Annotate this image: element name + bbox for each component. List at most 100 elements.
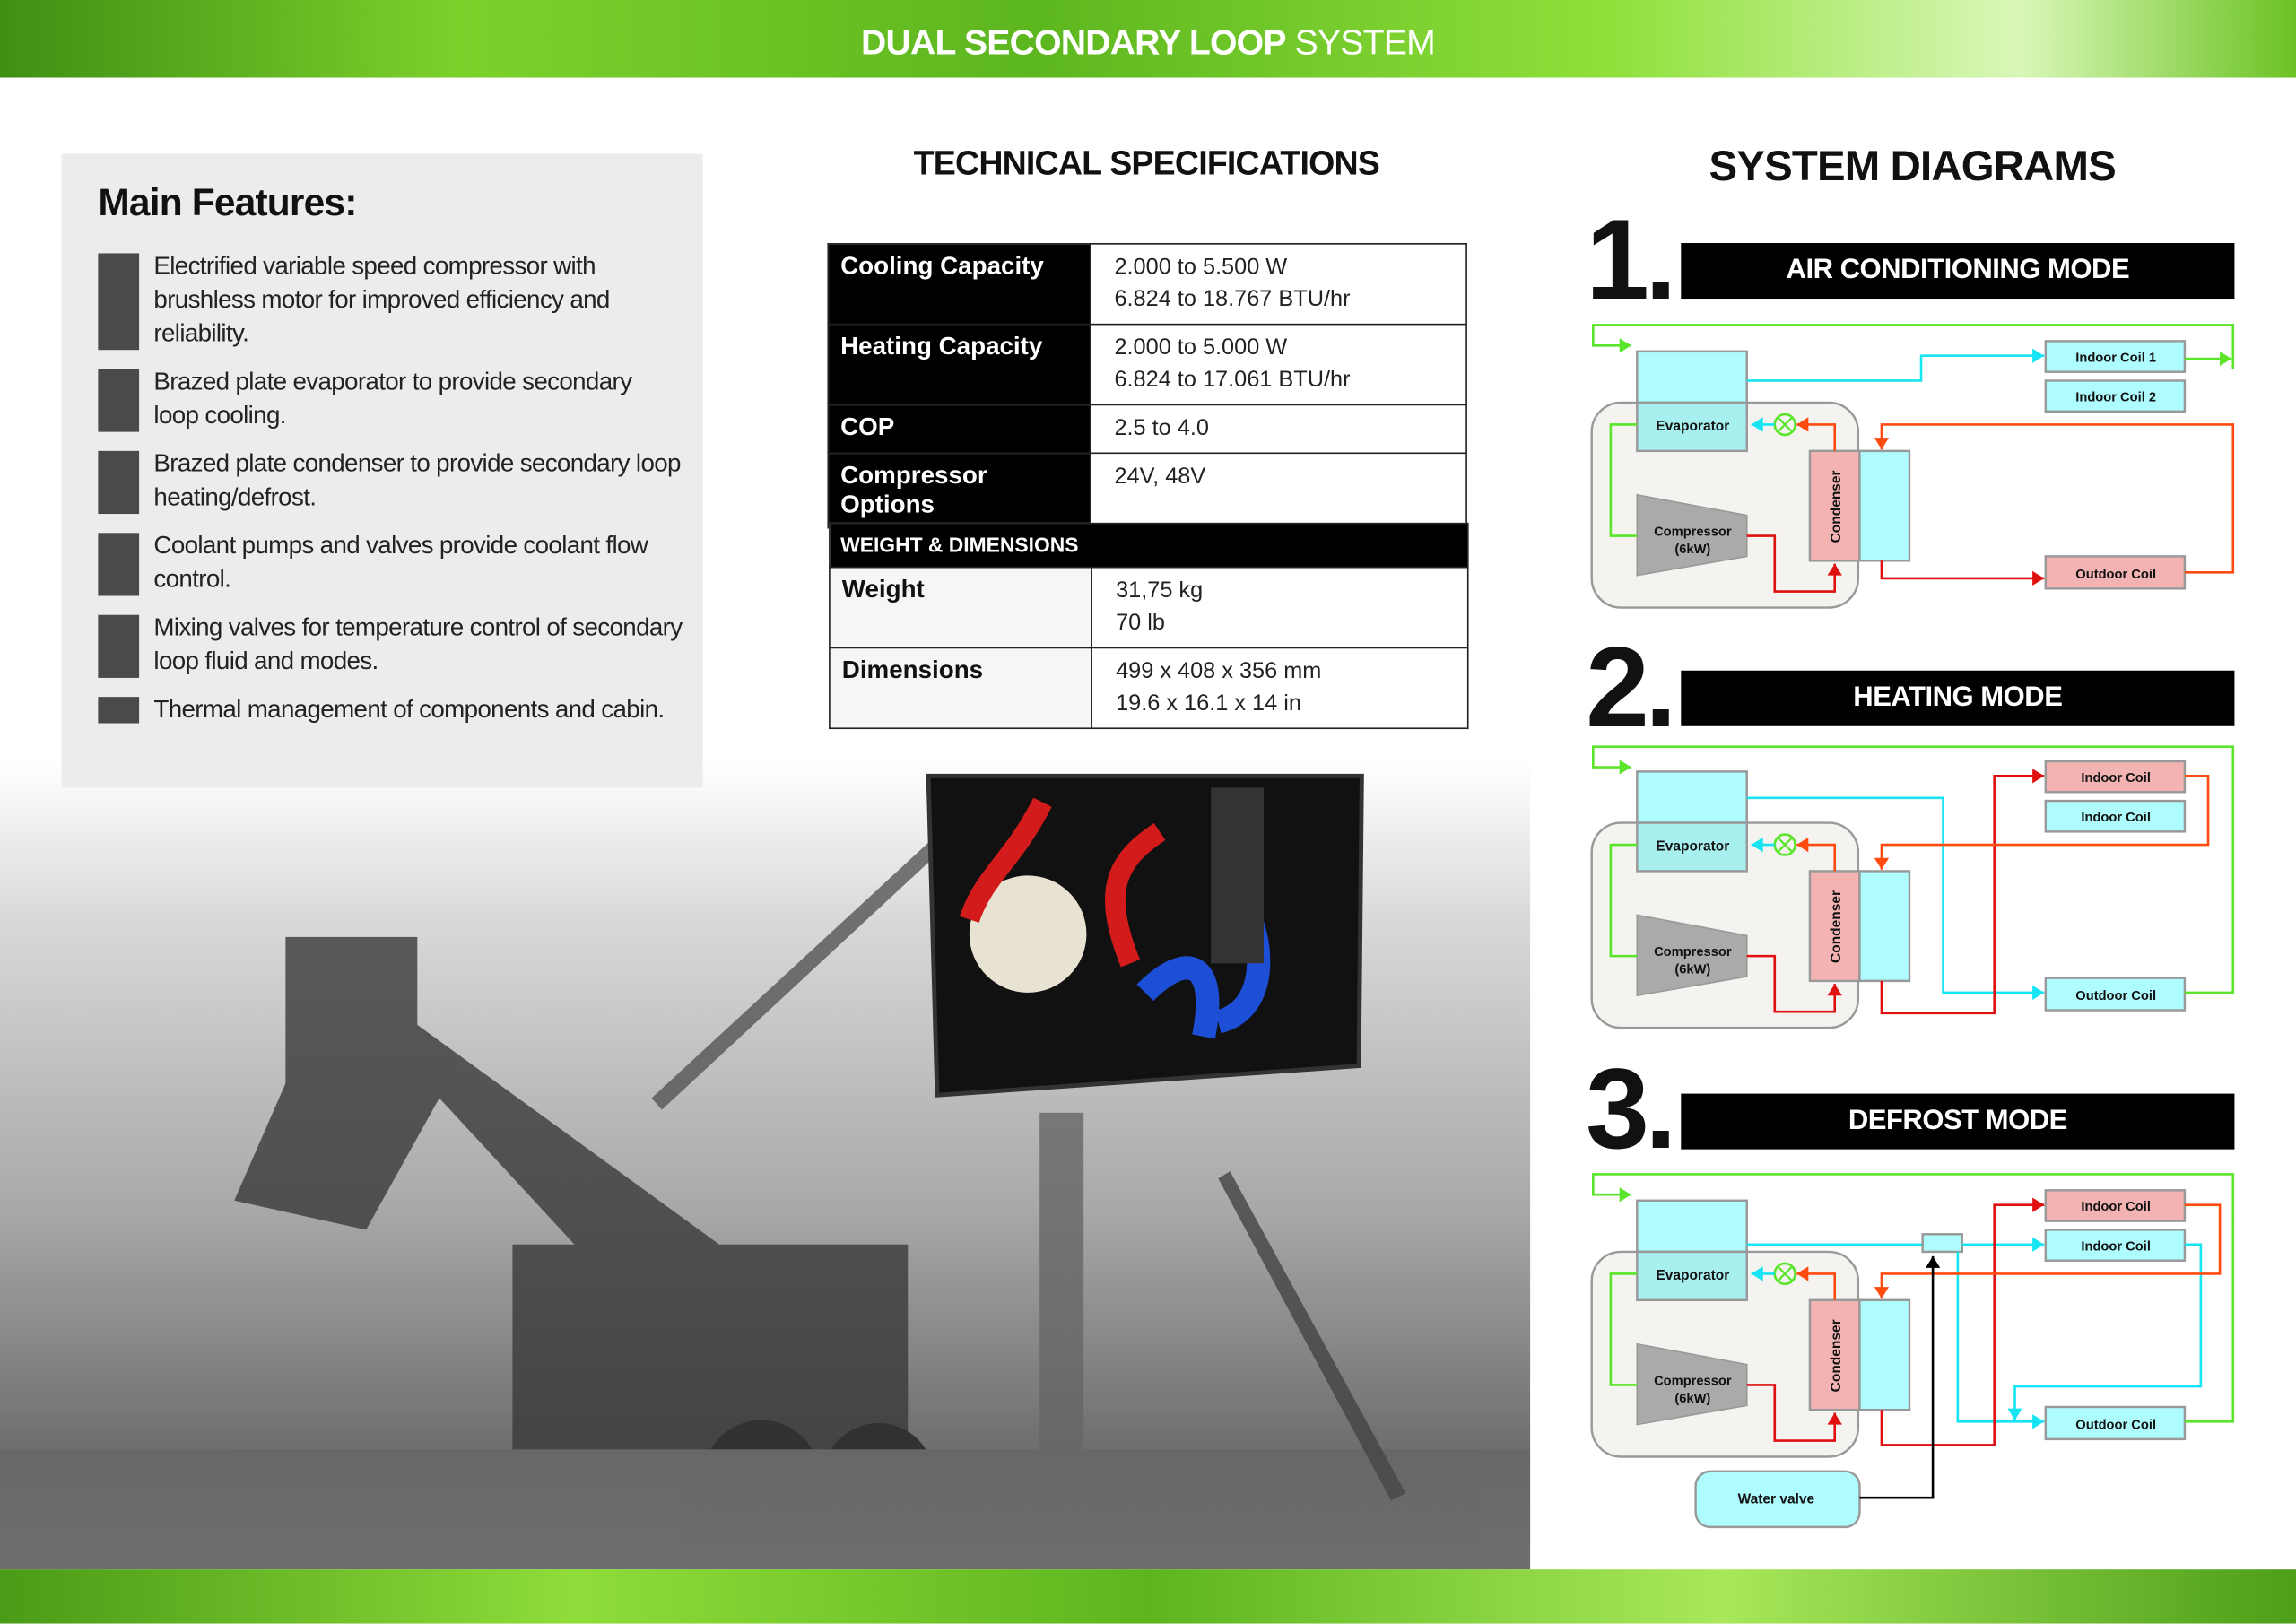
refrigerant-line	[1796, 1272, 1837, 1300]
arrow-head-icon	[1619, 338, 1631, 353]
condenser-box	[1808, 870, 1861, 983]
mode-number: 2.	[1586, 621, 1676, 751]
refrigerant-line	[1796, 843, 1837, 872]
secondary-loop-unit-photo	[926, 773, 1365, 1098]
spec-label: Cooling Capacity	[827, 243, 1091, 326]
refrigerant-line	[1609, 843, 1638, 958]
arrow-head-icon	[2032, 570, 2045, 586]
feature-text: Electrified variable speed compressor wi…	[153, 251, 610, 347]
header-title: DUAL SECONDARY LOOP SYSTEM	[0, 0, 2296, 78]
photo-illustration	[0, 834, 1531, 1570]
refrigerant-line	[1746, 534, 1837, 593]
spec-label: Dimensions	[829, 647, 1092, 730]
feature-text: Coolant pumps and valves provide coolant…	[153, 531, 648, 594]
coolant-line	[1592, 745, 2235, 791]
spec-label: Heating Capacity	[827, 323, 1091, 406]
arrow-head-icon	[2032, 1414, 2045, 1429]
system-diagrams-title: SYSTEM DIAGRAMS	[1709, 143, 2117, 191]
refrigerant-line	[1746, 954, 1837, 1013]
feature-item: Brazed plate condenser to provide second…	[98, 447, 682, 515]
outdoor-coil	[2044, 977, 2187, 1012]
feature-text: Brazed plate condenser to provide second…	[153, 449, 681, 511]
refrigerant-line	[1609, 1272, 1638, 1386]
arrow-head-icon	[1874, 1287, 1890, 1299]
outdoor-coil-label: Outdoor Coil	[2075, 1418, 2156, 1432]
condenser-box	[1808, 449, 1861, 562]
arrow-head-icon	[1796, 1266, 1809, 1281]
arrow-head-icon	[1751, 417, 1763, 432]
coolant-line	[1880, 774, 2210, 870]
header-title-light: SYSTEM	[1285, 23, 1436, 64]
arrow-head-icon	[1619, 1187, 1631, 1203]
expansion-valve-cross-icon	[1777, 1265, 1794, 1282]
arrow-head-icon	[1619, 760, 1631, 775]
evaporator-secondary-box	[1636, 770, 1748, 824]
bullet-square-icon	[98, 533, 140, 596]
feature-item: Brazed plate evaporator to provide secon…	[98, 365, 682, 432]
bullet-square-icon	[98, 450, 140, 515]
arrow-head-icon	[1874, 438, 1890, 450]
feature-item: Mixing valves for temperature control of…	[98, 611, 683, 678]
spec-value-line: 70 lb	[1116, 610, 1165, 636]
arrow-head-icon	[1827, 984, 1842, 996]
arrow-head-icon	[2032, 1237, 2045, 1252]
indoor-coil-top-label: Indoor Coil	[2081, 1200, 2151, 1214]
arrow-head-icon	[2032, 769, 2045, 784]
feature-item: Electrified variable speed compressor wi…	[98, 249, 682, 351]
arrow-head-icon	[1796, 417, 1809, 432]
arrow-head-icon	[2032, 1197, 2045, 1212]
feature-text: Thermal management of components and cab…	[153, 695, 665, 724]
bullet-square-icon	[98, 614, 140, 678]
spec-value: 31,75 kg 70 lb	[1091, 566, 1469, 649]
evaporator-label: Evaporator	[1656, 839, 1729, 855]
spec-value-line: 31,75 kg	[1116, 578, 1204, 604]
arrow-head-icon	[2220, 351, 2232, 367]
indoor-coil-bottom	[2044, 1229, 2187, 1262]
indoor-coil-bottom-label: Indoor Coil	[2081, 811, 2151, 825]
bullet-square-icon	[98, 369, 140, 432]
feature-item: Coolant pumps and valves provide coolant…	[98, 528, 682, 596]
refrigerant-line	[1609, 423, 1638, 537]
compressor-power-label: (6kW)	[1674, 963, 1710, 977]
feature-text: Mixing valves for temperature control of…	[153, 613, 683, 675]
table-header-row: WEIGHT & DIMENSIONS	[829, 522, 1469, 569]
indoor-coil-bottom	[2044, 379, 2187, 413]
mode-number: 3.	[1586, 1044, 1676, 1173]
evaporator-box	[1636, 1250, 1748, 1302]
feature-text: Brazed plate evaporator to provide secon…	[153, 367, 632, 430]
mode-number: 1.	[1586, 195, 1676, 324]
outdoor-coil	[2044, 555, 2187, 590]
arrow-head-icon	[2032, 985, 2045, 1001]
outdoor-coil-label: Outdoor Coil	[2075, 989, 2156, 1003]
outdoor-coil-label: Outdoor Coil	[2075, 568, 2156, 582]
compressor-power-label: (6kW)	[1674, 1392, 1710, 1406]
evaporator-label: Evaporator	[1656, 1268, 1729, 1283]
spec-value-line: 6.824 to 17.061 BTU/hr	[1114, 367, 1351, 393]
arrow-head-icon	[1796, 837, 1809, 853]
condenser-secondary-box	[1858, 870, 1911, 983]
indoor-coil-bottom	[2044, 799, 2187, 833]
coolant-line	[2013, 1243, 2203, 1420]
mode-title-heating: HEATING MODE	[1681, 670, 2235, 726]
mixing-valve-box	[1921, 1233, 1963, 1254]
mode-title-air-conditioning: AIR CONDITIONING MODE	[1681, 243, 2235, 300]
evaporator-secondary-box	[1636, 1199, 1748, 1254]
refrigerant-line	[1796, 423, 1837, 451]
control-signal-line	[1859, 1255, 1935, 1499]
outdoor-coil	[2044, 1405, 2187, 1441]
header-title-bold: DUAL SECONDARY LOOP	[861, 23, 1286, 64]
weight-dimensions-title: WEIGHT & DIMENSIONS	[829, 522, 1469, 569]
arrow-head-icon	[1874, 857, 1890, 870]
coolant-line	[1956, 1251, 2045, 1423]
indoor-coil-bottom-label: Indoor Coil 2	[2075, 390, 2156, 404]
expansion-valve-cross-icon	[1777, 416, 1794, 433]
